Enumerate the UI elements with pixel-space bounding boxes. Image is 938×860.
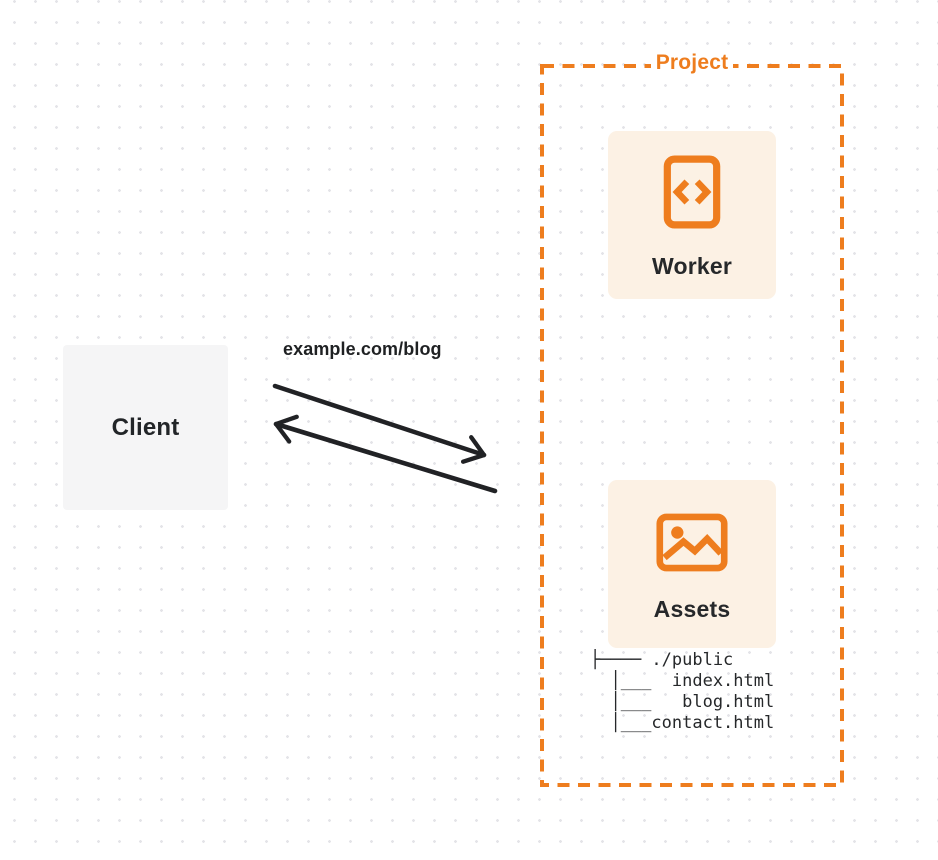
tree-line-index-html: │___ index.html: [590, 671, 775, 691]
project-container: Project Worker Assets ├──── ./public │__…: [540, 51, 844, 787]
project-label-wrap: Project: [540, 51, 844, 75]
request-url-label: example.com/blog: [283, 339, 442, 359]
response-arrow: [273, 414, 498, 494]
code-file-icon: [663, 155, 721, 229]
tree-line-public-dir: ├──── ./public: [590, 650, 734, 670]
request-arrow: [272, 383, 487, 464]
file-tree: ├──── ./public │___ index.html │___ blog…: [590, 650, 774, 734]
tree-line-blog-html: │___ blog.html: [590, 692, 775, 712]
image-icon: [656, 513, 728, 572]
client-label: Client: [111, 413, 180, 441]
tree-line-contact-html: │___contact.html: [590, 713, 775, 733]
project-label: Project: [650, 51, 734, 75]
client-node: Client: [63, 345, 228, 510]
assets-node: Assets: [608, 480, 776, 648]
worker-node: Worker: [608, 131, 776, 299]
worker-label: Worker: [651, 253, 733, 279]
assets-label: Assets: [653, 596, 731, 622]
